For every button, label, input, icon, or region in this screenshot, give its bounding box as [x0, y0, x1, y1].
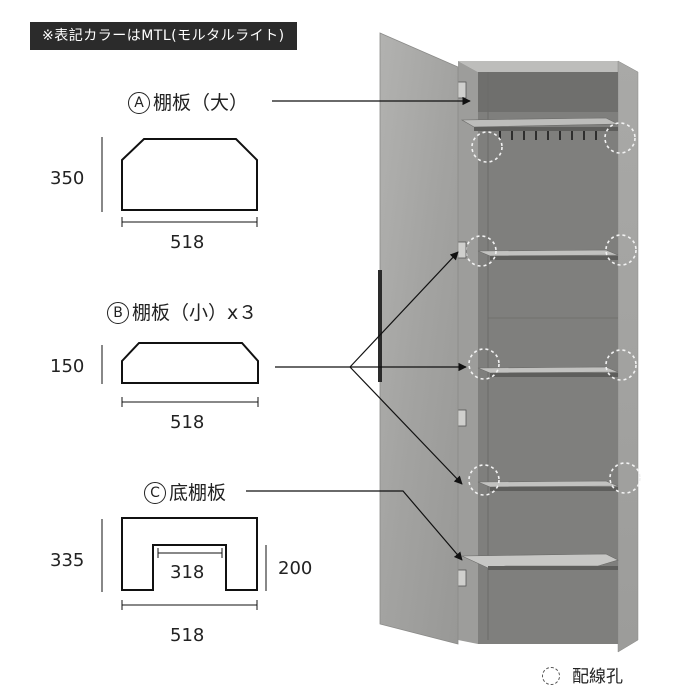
shelf-a-width: 518 [170, 232, 205, 253]
shelf-c-shape [101, 517, 267, 610]
shelf-a-name: 棚板（大） [153, 92, 249, 114]
shelf-b-width: 518 [170, 412, 205, 433]
shelf-a-depth: 350 [50, 168, 85, 189]
shelf-b-shape [101, 342, 259, 407]
door-handle [378, 270, 382, 382]
shelf-c-name: 底棚板 [169, 482, 227, 504]
marker-b: B [107, 302, 129, 324]
legend-label: 配線孔 [572, 667, 623, 687]
marker-c: C [144, 482, 166, 504]
dashed-circle-icon [542, 667, 560, 685]
shelf-b-depth: 150 [50, 356, 85, 377]
leader-lines [246, 96, 471, 561]
marker-a: A [128, 92, 150, 114]
color-note: ※表記カラーはMTL(モルタルライト) [30, 22, 297, 50]
shelf-c-notch-width: 318 [170, 562, 205, 583]
shelf-c-width: 518 [170, 625, 205, 646]
shelf-a-shape [101, 137, 258, 227]
shelf-c-depth: 335 [50, 550, 85, 571]
legend: 配線孔 [542, 662, 623, 687]
hook-rail [499, 131, 597, 140]
cabinet-illustration [378, 32, 641, 653]
shelf-b-name: 棚板（小）x３ [132, 302, 258, 324]
wiring-hole-markers [465, 122, 641, 496]
shelf-c-notch-depth: 200 [278, 558, 313, 579]
